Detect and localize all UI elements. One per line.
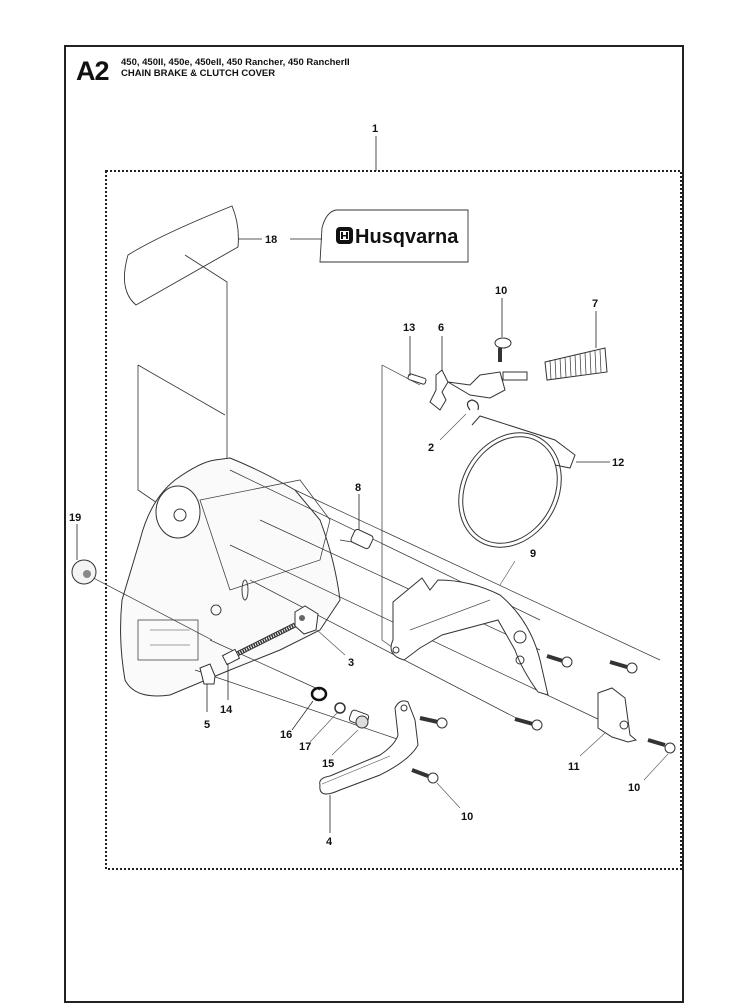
- screw[interactable]: [411, 768, 439, 784]
- callout-4[interactable]: 4: [326, 836, 333, 848]
- callout-10[interactable]: 10: [495, 285, 507, 297]
- sleeve[interactable]: [350, 528, 374, 550]
- callout-3[interactable]: 3: [348, 657, 354, 669]
- tensioner-nut[interactable]: [294, 605, 319, 635]
- brand-text: Husqvarna: [355, 226, 459, 248]
- callout-15[interactable]: 15: [322, 758, 334, 770]
- section-code: A2: [76, 56, 110, 86]
- chain-guard[interactable]: [390, 577, 549, 696]
- o-ring[interactable]: [310, 686, 328, 702]
- assembly-boundary: [105, 170, 682, 870]
- screw[interactable]: [419, 716, 448, 729]
- guide[interactable]: [199, 663, 216, 685]
- callout-17[interactable]: 17: [299, 741, 311, 753]
- screw[interactable]: [609, 660, 638, 674]
- callout-2[interactable]: 2: [428, 442, 434, 454]
- screw[interactable]: [647, 738, 676, 754]
- callout-1[interactable]: 1: [372, 123, 378, 135]
- callout-9[interactable]: 9: [530, 548, 536, 560]
- callout-18[interactable]: 18: [265, 234, 277, 246]
- callout-16[interactable]: 16: [280, 729, 292, 741]
- callout-5[interactable]: 5: [204, 719, 210, 731]
- callout-11[interactable]: 11: [568, 761, 580, 773]
- chain-catcher[interactable]: [597, 687, 638, 743]
- tensioner-screw[interactable]: [221, 622, 297, 666]
- diagram-title: CHAIN BRAKE & CLUTCH COVER: [121, 68, 276, 79]
- decal-part[interactable]: Husqvarna: [123, 205, 469, 306]
- callout-6[interactable]: 6: [438, 322, 444, 334]
- circlip[interactable]: [466, 399, 479, 411]
- callout-10[interactable]: 10: [628, 782, 640, 794]
- callout-13[interactable]: 13: [403, 322, 415, 334]
- spring[interactable]: [544, 347, 608, 381]
- model-list: 450, 450II, 450e, 450eII, 450 Rancher, 4…: [121, 57, 350, 68]
- bar-nut[interactable]: [71, 559, 97, 585]
- callout-14[interactable]: 14: [220, 704, 233, 716]
- callout-10[interactable]: 10: [461, 811, 473, 823]
- callout-8[interactable]: 8: [355, 482, 361, 494]
- tensioner-gear[interactable]: [348, 709, 370, 729]
- washer[interactable]: [334, 702, 346, 714]
- pin[interactable]: [407, 373, 427, 385]
- screw[interactable]: [514, 717, 543, 731]
- callout-12[interactable]: 12: [612, 457, 624, 469]
- brake-lever[interactable]: [429, 369, 528, 411]
- callout-19[interactable]: 19: [69, 512, 81, 524]
- husqvarna-logo-icon: [336, 227, 353, 244]
- page-frame: [64, 45, 684, 1003]
- brake-band[interactable]: [438, 414, 581, 566]
- hand-guard[interactable]: [319, 700, 419, 795]
- callout-7[interactable]: 7: [592, 298, 598, 310]
- clutch-cover[interactable]: [120, 457, 341, 697]
- screw[interactable]: [546, 654, 573, 668]
- screw[interactable]: [494, 337, 512, 362]
